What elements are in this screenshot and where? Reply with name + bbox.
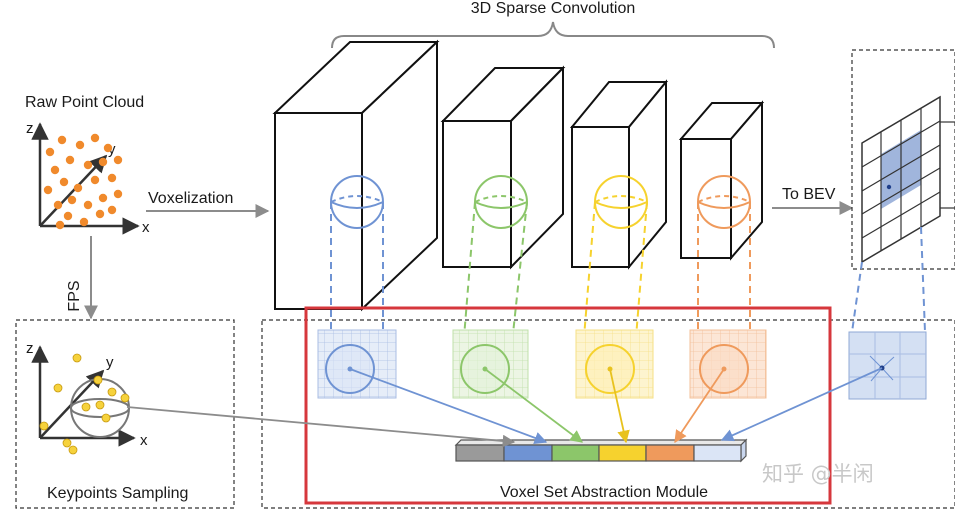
keypoints-panel — [15, 319, 235, 509]
raw-point — [75, 140, 85, 150]
raw-point — [65, 155, 75, 165]
feature-seg-gray — [455, 444, 505, 462]
conv-block-1 — [272, 39, 440, 312]
to-bev-label: To BEV — [782, 186, 836, 203]
keypoint — [107, 387, 117, 397]
watermark: 知乎 @半闲 — [762, 462, 874, 486]
key-axis-x: x — [140, 432, 148, 449]
raw-point — [73, 183, 83, 193]
key-axis-z: z — [26, 340, 34, 357]
raw-axis-x: x — [142, 219, 150, 236]
conv-block-4 — [678, 100, 765, 261]
keypoint — [95, 400, 105, 410]
keypoint — [101, 413, 111, 423]
raw-point — [53, 200, 63, 210]
raw-point-cloud-axes: z x y — [26, 120, 150, 236]
module-label: Voxel Set Abstraction Module — [500, 484, 708, 501]
conv-block-3 — [569, 79, 669, 270]
feature-bar — [454, 438, 748, 463]
feature-seg-light-blue — [693, 444, 742, 462]
keypoint — [39, 421, 49, 431]
raw-point — [55, 220, 65, 230]
raw-point — [50, 165, 60, 175]
grid-patch-bev — [848, 331, 927, 400]
keypoints-axes: z x y — [26, 340, 148, 449]
keypoint — [53, 383, 63, 393]
raw-point — [107, 173, 117, 183]
grid-patch-orange — [689, 329, 767, 399]
arrow-green-to-bar — [484, 368, 584, 443]
raw-point — [98, 157, 108, 167]
feature-seg-yellow — [598, 444, 647, 462]
raw-point — [83, 160, 93, 170]
keypoint — [120, 393, 130, 403]
keypoint — [72, 353, 82, 363]
key-axis-y: y — [106, 354, 114, 371]
raw-point — [90, 133, 100, 143]
lower-dashed-region — [261, 319, 955, 509]
raw-axis-z: z — [26, 120, 34, 137]
arrow-yellow-to-bar — [609, 368, 630, 444]
raw-point — [113, 189, 123, 199]
raw-point — [59, 177, 69, 187]
keypoints-sampling-label: Keypoints Sampling — [47, 485, 188, 502]
voxel-set-abstraction-box — [304, 306, 832, 505]
keypoint — [81, 402, 91, 412]
title-brace — [331, 21, 775, 49]
keypoint — [62, 438, 72, 448]
raw-point — [57, 135, 67, 145]
keypoint — [93, 375, 103, 385]
arrow-blue-to-bar — [349, 368, 548, 444]
conv-block-2 — [440, 65, 566, 270]
raw-point — [95, 209, 105, 219]
bev-grid — [861, 95, 955, 264]
grid-patch-green — [452, 329, 529, 399]
raw-point — [63, 211, 73, 221]
feature-seg-green — [551, 444, 600, 462]
raw-axis-y: y — [108, 141, 116, 158]
raw-point — [79, 217, 89, 227]
keypoint — [68, 445, 78, 455]
raw-point — [43, 185, 53, 195]
raw-point — [113, 155, 123, 165]
arrow-keypoint-to-bar — [126, 406, 516, 448]
raw-points — [43, 133, 123, 230]
raw-point — [98, 193, 108, 203]
raw-point — [83, 200, 93, 210]
voxelization-label: Voxelization — [148, 190, 233, 207]
arrow-orange-to-bar — [674, 368, 725, 444]
raw-point — [45, 147, 55, 157]
feature-seg-orange — [645, 444, 695, 462]
raw-point — [90, 175, 100, 185]
sparse-conv-title: 3D Sparse Convolution — [471, 0, 636, 17]
raw-point-cloud-label: Raw Point Cloud — [25, 94, 144, 111]
keypoints — [39, 353, 130, 455]
feature-seg-blue — [503, 444, 553, 462]
raw-point — [107, 205, 117, 215]
arrow-bev-to-bar — [720, 367, 883, 442]
raw-point — [67, 195, 77, 205]
grid-patch-blue — [317, 329, 397, 399]
raw-point — [103, 143, 113, 153]
fps-label: FPS — [66, 280, 83, 311]
